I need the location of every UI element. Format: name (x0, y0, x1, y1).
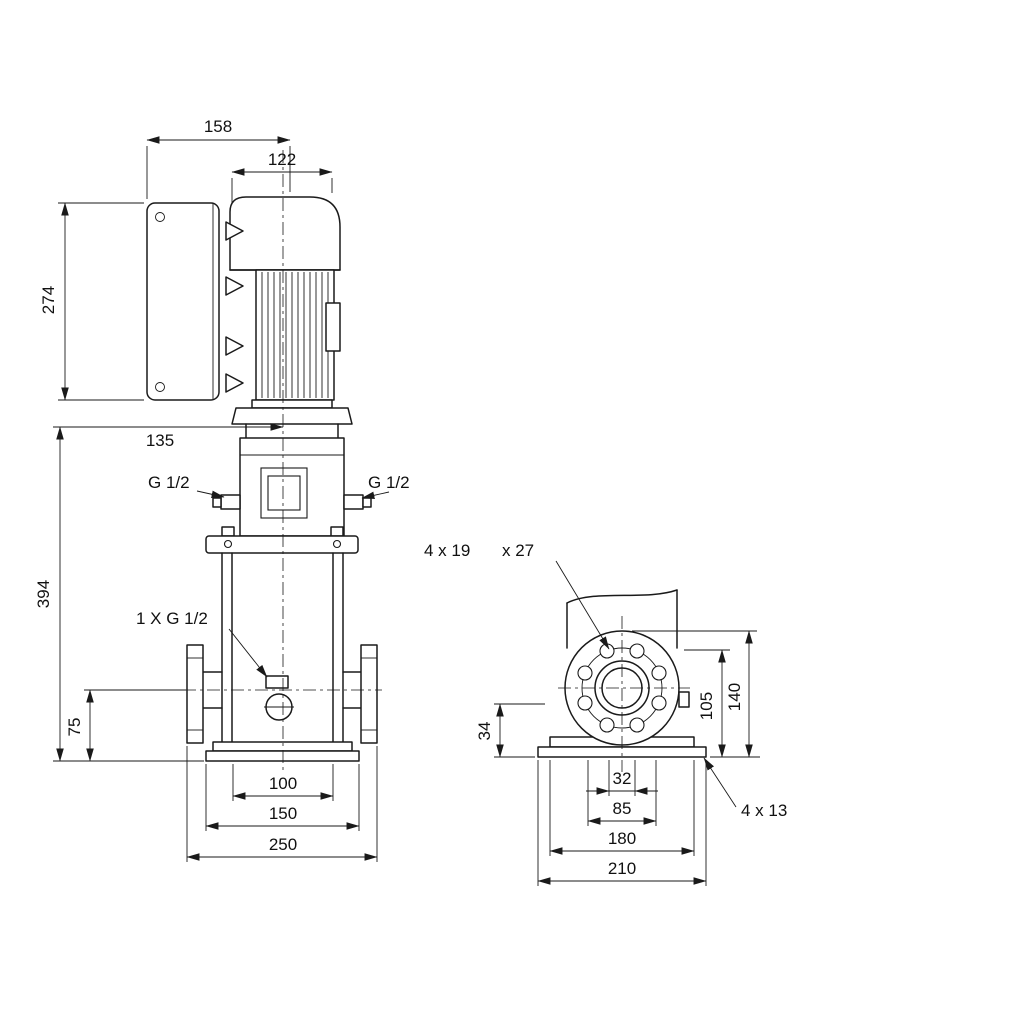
tie-bolt-nut-left (221, 526, 235, 537)
dim-122-label: 122 (268, 150, 296, 169)
bolt-hole (577, 665, 593, 681)
bolt-hole (651, 695, 667, 711)
motor-fins (261, 272, 329, 398)
dim-100-label: 100 (269, 774, 297, 793)
side-view: 4 x 19 x 27 34 105 140 (424, 541, 787, 886)
dim-210: 210 (537, 760, 707, 886)
dim-135-label: 135 (146, 431, 174, 450)
motor-tab (225, 276, 244, 296)
tie-bolt-nut-right (330, 526, 344, 537)
drain-boss (265, 675, 289, 689)
terminal-box (325, 302, 341, 352)
dim-158: 158 (146, 117, 291, 199)
motor-assembly (146, 196, 341, 401)
label-port-left: G 1/2 (148, 473, 225, 498)
drain (264, 675, 294, 721)
dim-105-label: 105 (697, 692, 716, 720)
dim-250-label: 250 (269, 835, 297, 854)
dim-32: 32 (586, 760, 658, 796)
pump-top-flange (205, 535, 359, 554)
dim-274-label: 274 (39, 286, 58, 314)
motor-control-box (146, 202, 220, 401)
base-plate-front (205, 750, 360, 762)
motor-tab (225, 221, 244, 241)
bolt-hole (629, 643, 645, 659)
front-view: 158 122 274 135 394 (34, 117, 410, 862)
dim-180: 180 (549, 760, 695, 856)
base-stand (212, 741, 353, 752)
base-front (205, 741, 360, 762)
dim-135: 135 (53, 423, 284, 450)
dim-75-label: 75 (65, 718, 84, 737)
control-box-screw-top (155, 212, 165, 222)
bolt-hole (629, 717, 645, 733)
drain-label: 1 X G 1/2 (136, 609, 208, 628)
dim-158-label: 158 (204, 117, 232, 136)
dim-140: 140 (632, 630, 757, 758)
dim-180-label: 180 (608, 829, 636, 848)
dim-34-label: 34 (475, 722, 494, 741)
pipe-flange-right (342, 644, 378, 744)
dim-105: 105 (684, 649, 760, 758)
dim-34: 34 (475, 703, 545, 758)
dim-250: 250 (186, 746, 378, 862)
label-port-right: G 1/2 (361, 473, 410, 499)
pump-column (221, 552, 344, 743)
dim-32-label: 32 (613, 769, 632, 788)
motor-tab (225, 336, 244, 356)
flange-holes-label-b: x 27 (502, 541, 534, 560)
coupling (267, 475, 301, 511)
label-base-holes: 4 x 13 (703, 757, 787, 820)
port-right-label: G 1/2 (368, 473, 410, 492)
dim-85-label: 85 (613, 799, 632, 818)
port-plug-right (343, 494, 364, 510)
side-port (678, 691, 690, 708)
label-flange-holes: 4 x 19 x 27 (424, 541, 610, 650)
dim-140-label: 140 (725, 683, 744, 711)
dim-100: 100 (232, 764, 334, 801)
side-column (566, 589, 678, 649)
dim-122: 122 (231, 150, 333, 203)
motor-adapter (231, 399, 353, 439)
dim-150-label: 150 (269, 804, 297, 823)
dim-274: 274 (39, 202, 144, 401)
dim-85: 85 (587, 760, 657, 826)
pump-head (205, 437, 372, 554)
bolt-hole (577, 695, 593, 711)
base-holes-label: 4 x 13 (741, 801, 787, 820)
flange-holes-label-a: 4 x 19 (424, 541, 470, 560)
dim-150: 150 (205, 764, 360, 831)
motor-tab (225, 373, 244, 393)
bolt-hole (651, 665, 667, 681)
pipe-flange-left (186, 644, 223, 744)
motor-end-bell (229, 196, 341, 271)
dim-210-label: 210 (608, 859, 636, 878)
port-left-label: G 1/2 (148, 473, 190, 492)
dim-394: 394 (34, 426, 204, 762)
dim-75: 75 (65, 689, 186, 762)
label-drain: 1 X G 1/2 (136, 609, 268, 678)
dim-394-label: 394 (34, 580, 53, 608)
control-box-screw-bottom (155, 382, 165, 392)
bolt-hole (599, 717, 615, 733)
